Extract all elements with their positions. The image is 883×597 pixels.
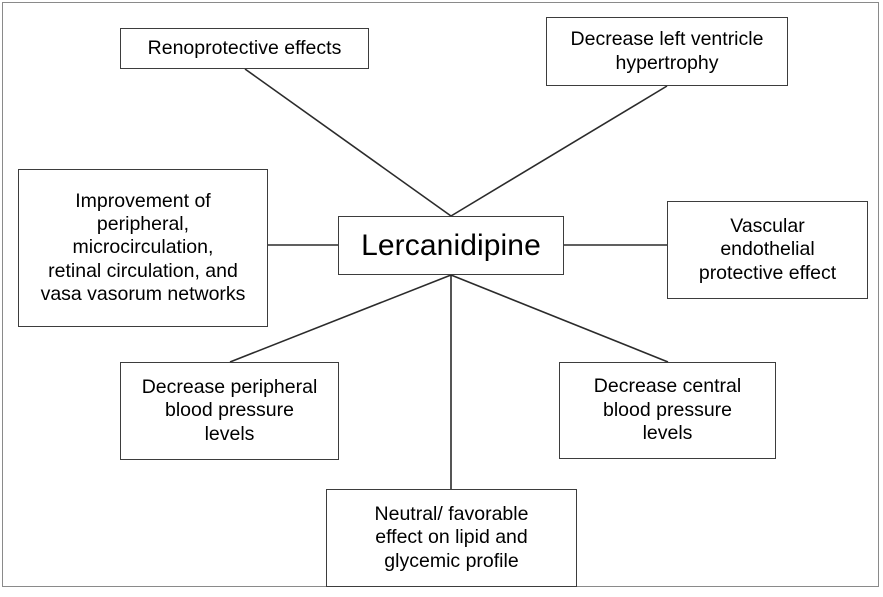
node-decrease-central-blood-pressure-label: Decrease central blood pressure levels [593,375,742,445]
node-decrease-peripheral-blood-pressure-label: Decrease peripheral blood pressure level… [141,375,318,445]
node-improvement-of-peripheral-circulation[interactable]: Improvement of peripheral, microcirculat… [18,169,268,327]
node-lercanidipine-center[interactable]: Lercanidipine [338,216,564,275]
node-neutral-favorable-lipid-glycemic-profile-label: Neutral/ favorable effect on lipid and g… [374,502,529,572]
node-decrease-left-ventricle-hypertrophy-label: Decrease left ventricle hypertrophy [570,28,764,74]
node-decrease-left-ventricle-hypertrophy[interactable]: Decrease left ventricle hypertrophy [546,17,788,86]
node-decrease-peripheral-blood-pressure[interactable]: Decrease peripheral blood pressure level… [120,362,339,460]
node-renoprotective-effects[interactable]: Renoprotective effects [120,28,369,69]
node-vascular-endothelial-protective-effect-label: Vascular endothelial protective effect [698,214,837,284]
node-improvement-of-peripheral-circulation-label: Improvement of peripheral, microcirculat… [40,189,246,306]
node-vascular-endothelial-protective-effect[interactable]: Vascular endothelial protective effect [667,201,868,299]
node-neutral-favorable-lipid-glycemic-profile[interactable]: Neutral/ favorable effect on lipid and g… [326,489,577,587]
node-decrease-central-blood-pressure[interactable]: Decrease central blood pressure levels [559,362,776,459]
node-renoprotective-effects-label: Renoprotective effects [147,36,342,59]
node-lercanidipine-center-label: Lercanidipine [361,228,541,262]
